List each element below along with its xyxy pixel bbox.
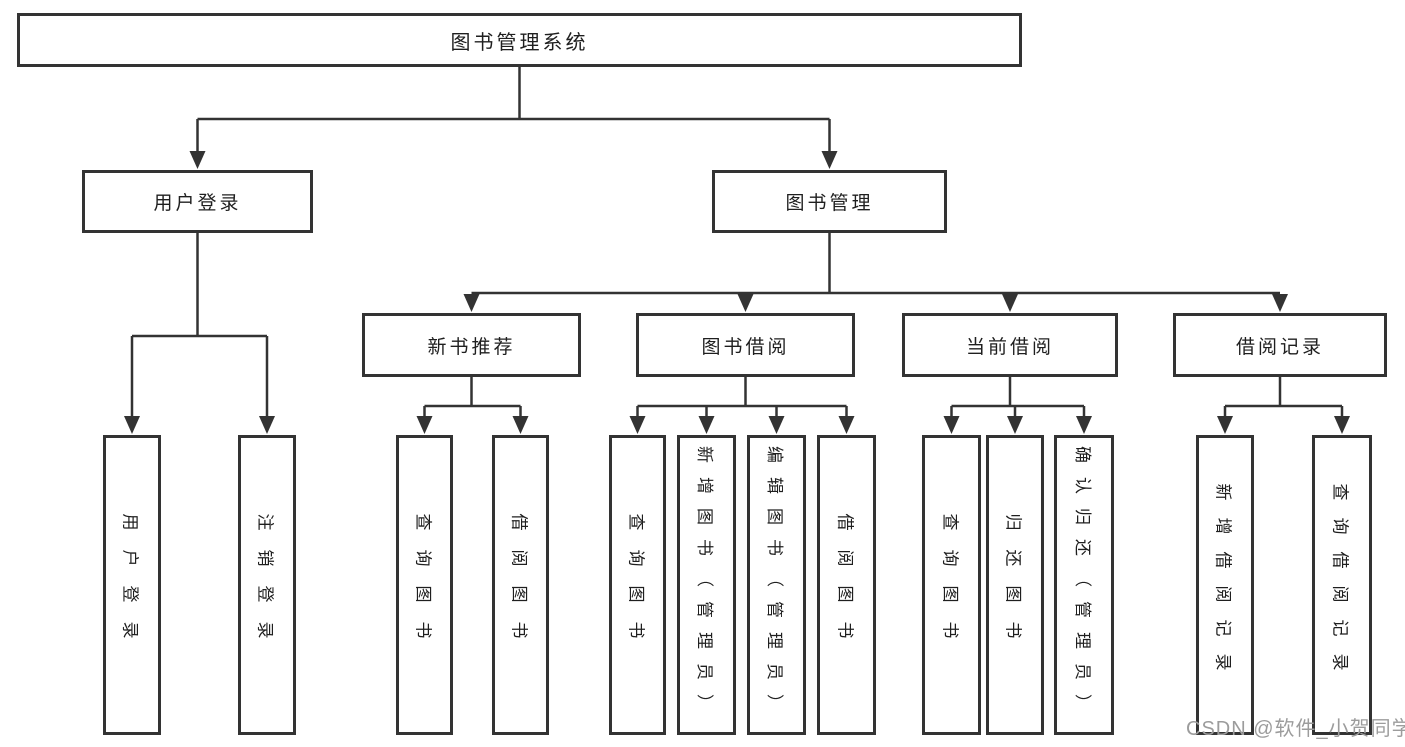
node-label: 图书管理系统 [450,31,589,54]
node-add-book-admin: 新增图书（管理员） [677,435,736,735]
connector-bookmgmt-to-level3 [463,233,1288,312]
node-label: 用户登录 [120,513,140,657]
arrowhead [124,416,140,434]
node-newbook-borrow-book: 借阅图书 [492,435,549,735]
node-label: 查询借阅记录 [1330,483,1350,687]
arrowhead [1217,416,1233,434]
arrowhead [463,294,480,312]
node-borrow-record: 借阅记录 [1173,313,1387,377]
node-confirm-return-admin: 确认归还（管理员） [1054,435,1114,735]
connector-newbook-children [416,377,529,434]
node-label: 用户登录 [153,193,242,214]
node-label: 查询图书 [940,513,959,657]
node-current-query-book: 查询图书 [922,435,981,735]
node-label: 查询图书 [626,513,645,657]
connector-userlogin-children [124,233,275,434]
arrowhead [821,151,838,169]
node-label: 当前借阅 [965,336,1054,358]
arrowhead [259,416,275,434]
connector-borrowrecord-children [1217,377,1350,434]
connector-bookborrow-children [629,377,855,434]
connector-currentborrow-children [943,377,1092,434]
node-label: 归还图书 [1003,513,1023,657]
arrowhead [838,416,855,434]
node-label: 新增图书（管理员） [695,445,714,725]
node-user-login-leaf: 用户登录 [103,435,161,735]
node-current-borrow: 当前借阅 [902,313,1118,377]
node-library-management-system: 图书管理系统 [17,13,1022,67]
node-logout: 注销登录 [238,435,296,735]
arrowhead [1076,416,1092,434]
node-edit-book-admin: 编辑图书（管理员） [747,435,806,735]
arrowhead [698,416,715,434]
arrowhead [189,151,206,169]
node-label: 新增借阅记录 [1213,483,1233,687]
arrowhead [737,294,754,312]
node-label: 新书推荐 [427,336,516,358]
node-label: 借阅图书 [835,513,854,657]
node-new-book-recommend: 新书推荐 [362,313,581,377]
node-label: 图书管理 [785,193,874,214]
arrowhead [512,416,529,434]
node-newbook-query-book: 查询图书 [396,435,453,735]
arrowhead [1002,294,1018,312]
node-label: 注销登录 [255,513,275,657]
arrowhead [1007,416,1023,434]
arrowhead [416,416,433,434]
arrowhead [1272,294,1288,312]
arrowhead [629,416,646,434]
node-label: 借阅图书 [509,513,528,657]
node-add-borrow-record: 新增借阅记录 [1196,435,1254,735]
arrowhead [1334,416,1350,434]
node-label: 查询图书 [413,513,432,657]
node-label: 图书借阅 [701,336,790,358]
node-return-book: 归还图书 [986,435,1044,735]
node-label: 编辑图书（管理员） [765,445,784,725]
node-user-login: 用户登录 [82,170,313,233]
csdn-watermark: CSDN @软件_小贺同学 [1186,718,1405,740]
arrowhead [768,416,785,434]
arrowhead [943,416,960,434]
node-book-management: 图书管理 [712,170,947,233]
connector-root-to-level2 [189,67,838,169]
node-label: 借阅记录 [1235,336,1324,358]
node-book-borrow: 图书借阅 [636,313,855,377]
node-query-borrow-record: 查询借阅记录 [1312,435,1372,735]
node-borrow-query-book: 查询图书 [609,435,666,735]
node-borrow-book: 借阅图书 [817,435,876,735]
node-label: 确认归还（管理员） [1072,445,1092,725]
